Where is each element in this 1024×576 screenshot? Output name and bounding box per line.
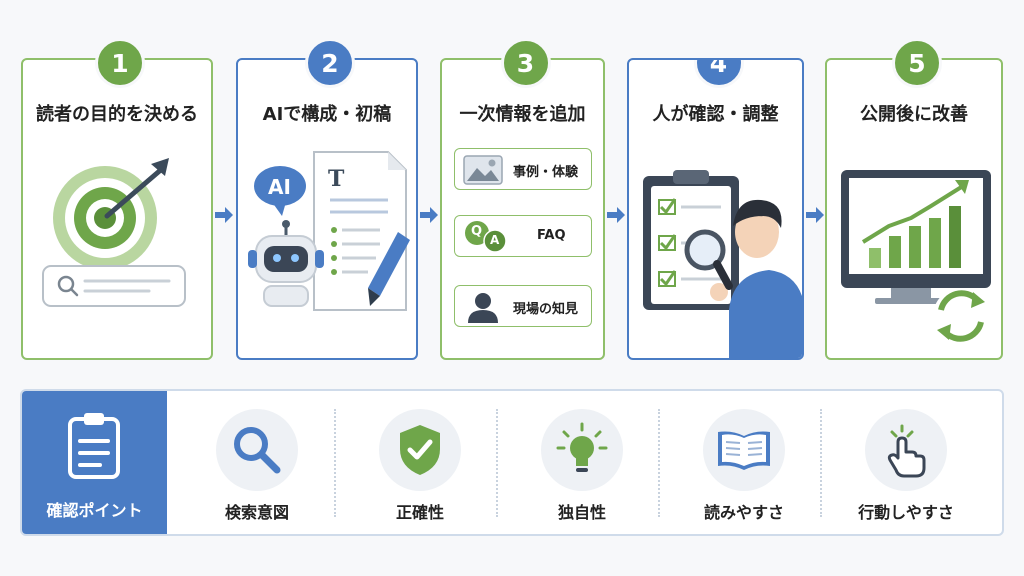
step-title: 人が確認・調整 — [652, 104, 779, 125]
primary-info-item: 現場の知見 — [454, 285, 592, 327]
magnifier-icon — [234, 427, 281, 474]
step-title: 一次情報を追加 — [459, 104, 586, 125]
checkpoint-label: 行動しやすさ — [858, 503, 954, 522]
shield-check-icon — [400, 425, 440, 475]
checkpoint-item: 独自性 — [502, 391, 662, 534]
improvement-illustration — [841, 170, 991, 344]
human-review-illustration — [643, 170, 802, 358]
step-number-badge: 2 — [305, 38, 355, 88]
checkpoint-icon-circle — [216, 409, 298, 491]
clipboard-icon — [68, 413, 120, 479]
open-book-icon — [718, 431, 770, 470]
primary-info-item: Q A FAQ — [454, 215, 592, 257]
checkpoint-item: 正確性 — [340, 391, 500, 534]
arrow-right-icon — [607, 207, 625, 223]
pencil-icon — [368, 232, 410, 306]
image-icon — [463, 155, 503, 185]
robot-icon — [248, 220, 324, 307]
step-card-3: 3 一次情報を追加 事例・体験 Q A FAQ 現場の知見 — [440, 38, 605, 360]
checkpoint-label: 読みやすさ — [703, 503, 784, 522]
qa-q-letter: Q — [471, 224, 483, 239]
checkpoint-item: 行動しやすさ — [826, 391, 986, 534]
divider — [496, 409, 498, 517]
monitor-chart-icon — [841, 170, 991, 304]
checkpoint-icon-circle — [865, 409, 947, 491]
step-card-5: 5 公開後に改善 — [825, 38, 1003, 360]
step-title: AIで構成・初稿 — [262, 104, 392, 125]
item-label: 事例・体験 — [513, 165, 579, 180]
step-number-badge: 5 — [892, 38, 942, 88]
checkpoint-label: 独自性 — [557, 503, 606, 522]
checkpoint-icon-circle — [541, 409, 623, 491]
checkpoint-item: 検索意図 — [177, 391, 337, 534]
checkpoint-item: 読みやすさ — [664, 391, 824, 534]
qa-icon — [465, 221, 507, 253]
divider — [334, 409, 336, 517]
ai-draft-illustration: T AI — [248, 151, 410, 311]
pointing-hand-icon — [887, 424, 926, 478]
checkpoint-icon-circle — [379, 409, 461, 491]
magnifier-icon — [684, 229, 733, 290]
checkpoint-header: 確認ポイント — [22, 391, 167, 534]
reviewer-person-icon — [710, 199, 802, 358]
divider — [658, 409, 660, 517]
step-card-4: 4 人が確認・調整 — [627, 58, 804, 360]
primary-info-item: 事例・体験 — [454, 148, 592, 190]
lightbulb-icon — [556, 422, 608, 472]
divider — [820, 409, 822, 517]
checkpoint-icon-circle — [703, 409, 785, 491]
checkpoint-label: 検索意図 — [224, 503, 289, 522]
qa-a-letter: A — [490, 233, 500, 247]
search-bar-icon — [42, 265, 186, 307]
checkpoint-panel: 確認ポイント 検索意図 正確性 — [20, 389, 1004, 536]
refresh-cycle-icon — [933, 288, 989, 344]
target-icon — [53, 158, 169, 270]
person-icon — [468, 293, 498, 323]
step-title: 公開後に改善 — [860, 104, 968, 125]
arrow-right-icon — [420, 207, 438, 223]
arrow-right-icon — [215, 207, 233, 223]
ai-badge-text: AI — [268, 175, 291, 199]
item-label: 現場の知見 — [513, 302, 579, 317]
target-search-illustration — [42, 158, 186, 307]
step-card-2: 2 AIで構成・初稿 T AI — [236, 38, 418, 360]
document-letter: T — [328, 166, 345, 192]
step-card-1: 1 読者の目的を決める — [21, 38, 213, 360]
ai-speech-bubble-icon — [254, 166, 306, 216]
checkpoint-title: 確認ポイント — [46, 501, 143, 520]
checkpoint-label: 正確性 — [395, 503, 444, 522]
step-title: 読者の目的を決める — [36, 104, 198, 125]
step-number-badge: 3 — [500, 38, 551, 88]
item-label: FAQ — [537, 228, 566, 243]
arrow-right-icon — [806, 207, 824, 223]
step-number-badge: 1 — [95, 38, 145, 88]
